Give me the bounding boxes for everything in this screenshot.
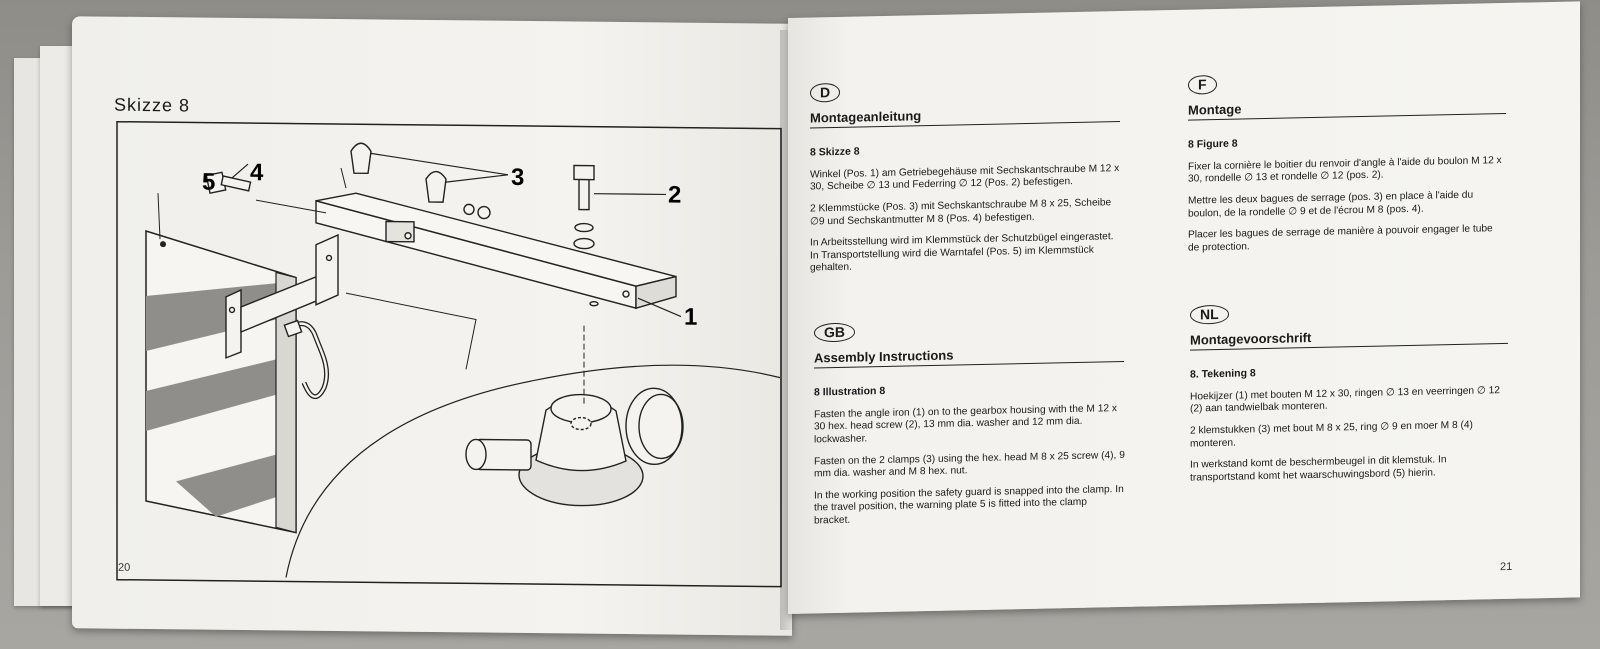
lang-badge-gb: GB xyxy=(814,322,855,343)
paragraph-f-1: Fixer la cornière le boitier du renvoir … xyxy=(1188,154,1502,185)
clamp-bracket xyxy=(225,233,339,400)
page-number-left: 20 xyxy=(118,561,131,574)
left-page: Skizze 8 xyxy=(72,16,792,636)
paragraph-f-3: Placer les bagues de serrage de manière … xyxy=(1188,223,1493,254)
lang-badge-f: F xyxy=(1188,75,1217,95)
paragraph-f-2: Mettre les deux bagues de serrage (pos. … xyxy=(1188,189,1474,220)
subheading-nl: 8. Tekening 8 xyxy=(1190,367,1256,381)
hex-screw xyxy=(205,171,252,194)
paragraph-nl-2: 2 klemstukken (3) met bout M 8 x 25, rin… xyxy=(1190,419,1473,450)
section-d: D Montageanleitung 8 Skizze 8 Winkel (Po… xyxy=(810,77,1122,284)
callout-2: 2 xyxy=(668,181,681,208)
paragraph-d-1: Winkel (Pos. 1) am Getriebegehäuse mit S… xyxy=(810,162,1120,193)
paragraph-gb-2: Fasten on the 2 clamps (3) using the hex… xyxy=(814,449,1125,480)
section-f: F Montage 8 Figure 8 Fixer la cornière l… xyxy=(1188,69,1506,264)
paragraph-gb-3: In the working position the safety guard… xyxy=(814,483,1124,527)
lang-badge-d: D xyxy=(810,82,841,103)
heading-d: Montageanleitung xyxy=(810,105,1120,129)
lang-badge-nl: NL xyxy=(1190,304,1229,325)
callout-5: 5 xyxy=(202,169,215,196)
paragraph-d-3: In Arbeitsstellung wird im Klemmstück de… xyxy=(810,231,1114,274)
paragraph-gb-1: Fasten the angle iron (1) on to the gear… xyxy=(814,402,1117,446)
paragraph-nl-1: Hoekijzer (1) met bouten M 12 x 30, ring… xyxy=(1190,384,1500,415)
angle-iron xyxy=(315,192,677,310)
subheading-f: 8 Figure 8 xyxy=(1188,137,1238,151)
heading-nl: Montagevoorschrift xyxy=(1190,327,1508,351)
callout-1: 1 xyxy=(684,304,697,331)
callout-3: 3 xyxy=(511,164,524,191)
heading-f: Montage xyxy=(1188,97,1506,121)
hex-bolt xyxy=(573,164,595,250)
gearbox-housing xyxy=(465,387,684,507)
sketch-title: Skizze 8 xyxy=(114,94,191,116)
subheading-gb: 8 Illustration 8 xyxy=(814,385,886,399)
warning-plate xyxy=(145,229,297,534)
clamp-parts xyxy=(350,142,491,220)
subheading-d: 8 Skizze 8 xyxy=(810,145,860,159)
right-page: D Montageanleitung 8 Skizze 8 Winkel (Po… xyxy=(788,1,1580,614)
heading-gb: Assembly Instructions xyxy=(814,345,1124,369)
callout-4: 4 xyxy=(250,159,264,186)
paragraph-d-2: 2 Klemmstücke (Pos. 3) mit Sechskantschr… xyxy=(810,197,1112,228)
page-number-right: 21 xyxy=(1500,560,1513,574)
section-nl: NL Montagevoorschrift 8. Tekening 8 Hoek… xyxy=(1190,299,1508,494)
assembly-illustration: 5 4 3 2 1 xyxy=(116,120,782,588)
section-gb: GB Assembly Instructions 8 Illustration … xyxy=(814,317,1126,537)
paragraph-nl-3: In werkstand komt de beschermbeugel in d… xyxy=(1190,454,1447,484)
